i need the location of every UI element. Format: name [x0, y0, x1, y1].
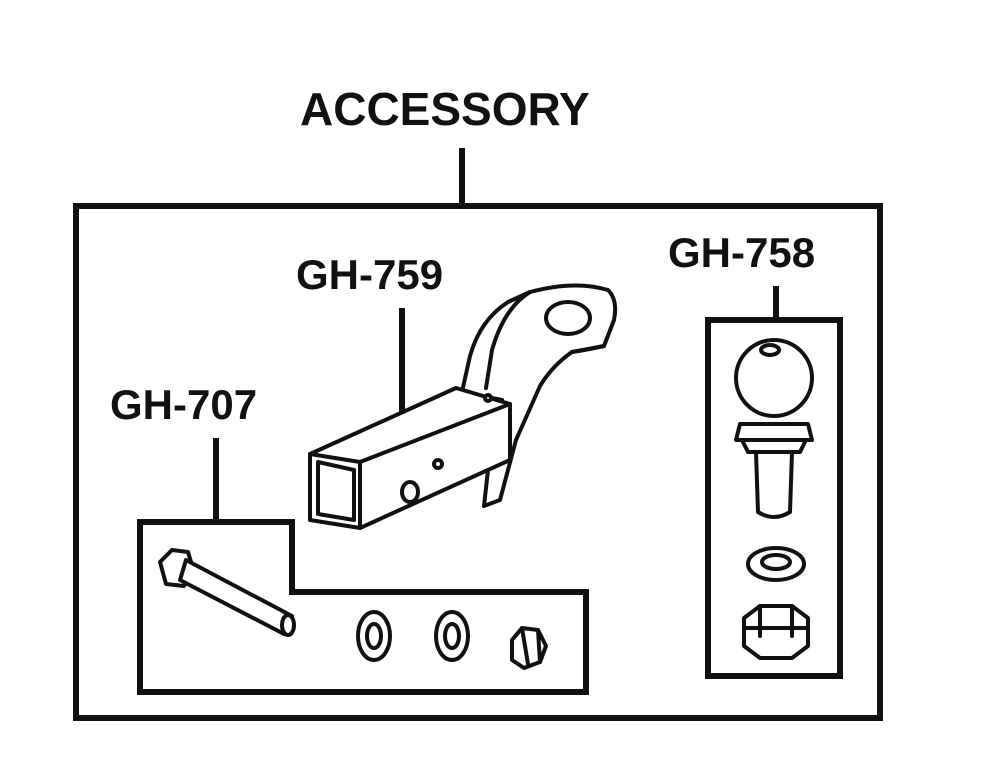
part-label-gh-759: GH-759: [296, 251, 444, 298]
outer-frame: [73, 203, 883, 721]
bolt-kit-drawing: [158, 548, 548, 670]
part-label-gh-707: GH-707: [110, 381, 258, 428]
hitch-ball-drawing: [734, 338, 814, 660]
ball-mount-drawing: [308, 283, 618, 530]
part-label-gh-758: GH-758: [668, 229, 816, 276]
gh-707-box: [137, 519, 589, 695]
diagram-title: ACCESSORY: [300, 83, 590, 135]
